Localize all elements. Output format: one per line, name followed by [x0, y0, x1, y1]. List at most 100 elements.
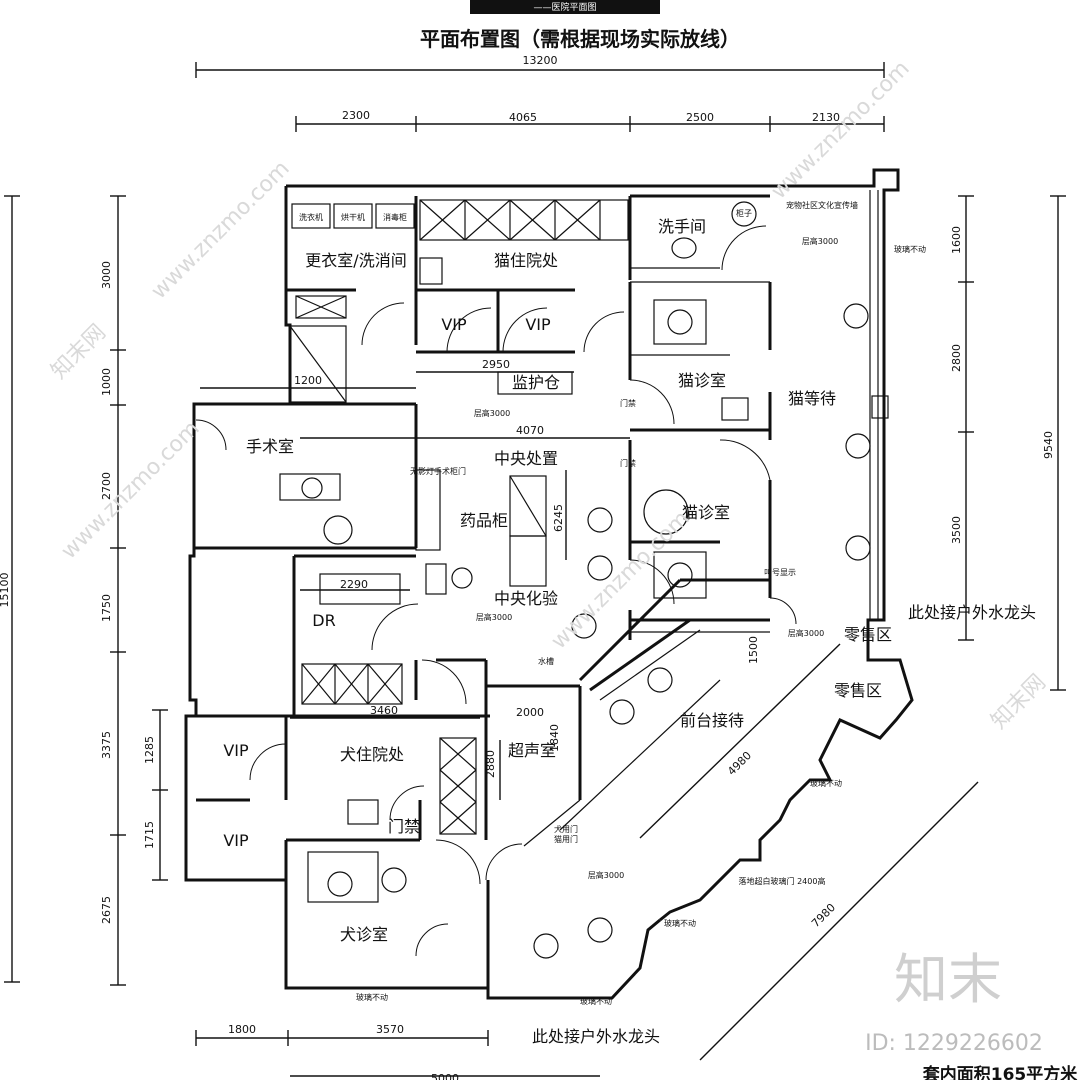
room-surgery: 手术室 — [246, 437, 294, 456]
dim-right-total: 9540 — [1042, 431, 1055, 459]
dim-top-a: 2300 — [342, 109, 370, 122]
door-mag-2: 门禁 — [620, 458, 636, 468]
inner-dimensions: 1200 2950 4070 2290 3460 2000 2880 6245 … — [200, 358, 760, 800]
doors — [195, 225, 797, 957]
dim-top-total: 13200 — [523, 54, 558, 67]
room-central-treat: 中央处置 — [494, 449, 558, 468]
dim-left-d: 1750 — [100, 594, 113, 622]
washer-label: 洗衣机 — [299, 212, 323, 222]
dog-door-note: 犬用门 — [554, 824, 578, 834]
dim-2290: 2290 — [340, 578, 368, 591]
interior-walls — [194, 194, 772, 998]
dim-left-total: 15100 — [0, 573, 11, 608]
dim-left-e1: 1285 — [143, 736, 156, 764]
room-vip-2: VIP — [525, 315, 551, 334]
dim-bottom-c: 5000 — [431, 1072, 459, 1080]
header-bar — [470, 0, 660, 14]
dryer-label: 烘干机 — [341, 212, 365, 222]
left-dimensions: 15100 3000 1000 2700 1750 3375 2675 1285… — [0, 195, 168, 986]
fixed-glass-3: 玻璃不动 — [664, 918, 696, 928]
ceiling-note-2: 层高3000 — [802, 236, 838, 246]
cat-door-note: 猫用门 — [554, 834, 578, 844]
dim-4980: 4980 — [725, 749, 754, 778]
room-dog-exam: 犬诊室 — [340, 925, 388, 944]
dim-4070: 4070 — [516, 424, 544, 437]
room-central-lab: 中央化验 — [494, 589, 558, 608]
sink-note: 水槽 — [538, 656, 554, 666]
room-vip-1: VIP — [441, 315, 467, 334]
fixed-glass-5: 玻璃不动 — [580, 996, 612, 1006]
room-retail-1: 零售区 — [844, 625, 892, 644]
watermark-site-1: www.znzmo.com — [147, 156, 295, 304]
dim-left-f: 2675 — [100, 896, 113, 924]
dim-left-a: 3000 — [100, 261, 113, 289]
room-vip-3: VIP — [223, 741, 249, 760]
dim-right-b: 2800 — [950, 344, 963, 372]
room-changing: 更衣室/洗消间 — [305, 251, 406, 270]
ceiling-note-3: 层高3000 — [476, 612, 512, 622]
dim-2000: 2000 — [516, 706, 544, 719]
room-cat-exam-2: 猫诊室 — [682, 503, 730, 522]
area-note: 套内面积165平方米 — [922, 1064, 1078, 1080]
dim-2950: 2950 — [482, 358, 510, 371]
cabinet-note: 柜子 — [736, 208, 752, 218]
room-retail-2: 零售区 — [834, 681, 882, 700]
dim-left-e: 3375 — [100, 731, 113, 759]
room-washroom: 洗手间 — [658, 217, 706, 236]
faucet-note-bottom: 此处接户外水龙头 — [532, 1027, 660, 1046]
room-labels: 更衣室/洗消间 猫住院处 VIP VIP 洗手间 监护仓 猫诊室 猫等待 手术室… — [223, 217, 892, 944]
plan-title: 平面布置图（需根据现场实际放线） — [420, 27, 740, 51]
faucet-note-right: 此处接户外水龙头 — [908, 603, 1036, 622]
notes: 层高3000 层高3000 层高3000 层高3000 层高3000 门禁 门禁… — [356, 200, 1078, 1080]
dim-bottom-b: 3570 — [376, 1023, 404, 1036]
room-pharmacy: 药品柜 — [460, 511, 508, 530]
dim-top-c: 2500 — [686, 111, 714, 124]
room-reception: 前台接待 — [680, 711, 744, 730]
room-access: 门禁 — [388, 817, 420, 836]
room-dog-ward: 犬住院处 — [340, 745, 404, 764]
ceiling-note-1: 层高3000 — [474, 408, 510, 418]
dim-2880: 2880 — [484, 750, 497, 778]
right-dimensions: 9540 1600 2800 3500 — [950, 195, 1066, 691]
fixed-glass-1: 玻璃不动 — [894, 244, 926, 254]
room-cat-wait: 猫等待 — [788, 389, 836, 408]
top-dimensions: 13200 2300 4065 2500 2130 — [195, 54, 885, 132]
watermark-id: ID: 1229226602 — [865, 1031, 1043, 1056]
watermark-site-3: www.znzmo.com — [767, 56, 915, 204]
dim-top-d: 2130 — [812, 111, 840, 124]
room-ultrasound: 超声室 — [508, 741, 556, 760]
room-monitor: 监护仓 — [512, 373, 560, 392]
furniture: 洗衣机 烘干机 消毒柜 — [279, 199, 889, 959]
disinfect-label: 消毒柜 — [383, 212, 407, 222]
room-vip-4: VIP — [223, 831, 249, 850]
lamp-note: 无影灯手术柜门 — [410, 466, 466, 476]
bottom-dimensions: 1800 3570 5000 — [195, 1023, 600, 1080]
watermark-brand-2: 知末网 — [987, 670, 1051, 734]
dim-left-c: 2700 — [100, 472, 113, 500]
watermark-site-2: www.znzmo.com — [57, 416, 205, 564]
room-dr: DR — [312, 611, 335, 630]
dim-bottom-a: 1800 — [228, 1023, 256, 1036]
fixed-glass-4: 玻璃不动 — [356, 992, 388, 1002]
dim-1840: 1840 — [548, 724, 561, 752]
header-partial: ——医院平面图 — [533, 1, 596, 13]
dim-right-c: 3500 — [950, 516, 963, 544]
number-call: 叫号显示 — [764, 567, 796, 577]
wall-culture: 宠物社区文化宣传墙 — [786, 200, 858, 210]
dim-top-b: 4065 — [509, 111, 537, 124]
ceiling-note-4: 层高3000 — [788, 628, 824, 638]
dim-6245: 6245 — [552, 504, 565, 532]
dim-3460: 3460 — [370, 704, 398, 717]
room-cat-ward: 猫住院处 — [494, 251, 558, 270]
door-mag-1: 门禁 — [620, 398, 636, 408]
dim-right-a: 1600 — [950, 226, 963, 254]
fixed-glass-2: 玻璃不动 — [810, 778, 842, 788]
dim-1500: 1500 — [747, 636, 760, 664]
dim-left-b: 1000 — [100, 368, 113, 396]
dim-left-e2: 1715 — [143, 821, 156, 849]
room-cat-exam-1: 猫诊室 — [678, 371, 726, 390]
watermark-logo: 知末 — [894, 948, 1002, 1011]
large-door-note: 落地超白玻璃门 2400高 — [739, 876, 826, 886]
ceiling-note-5: 层高3000 — [588, 870, 624, 880]
